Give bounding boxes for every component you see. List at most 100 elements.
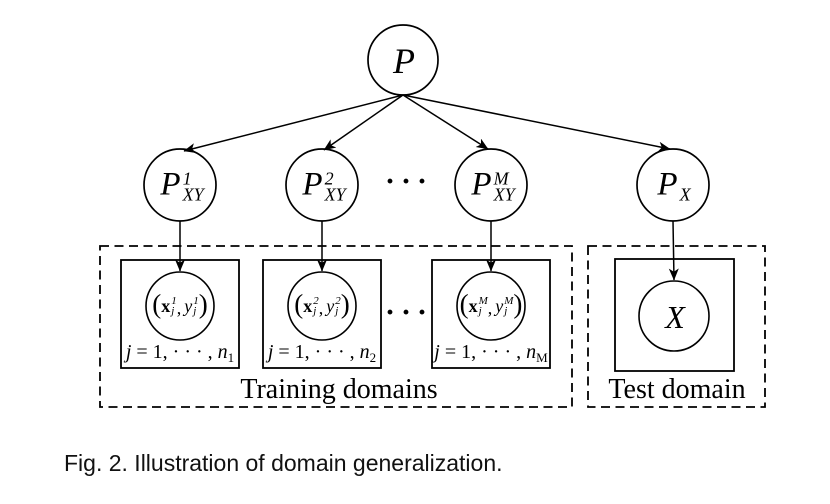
idx1-n: n bbox=[217, 341, 228, 363]
s1-x-sup: 1 bbox=[171, 295, 177, 307]
nodes-ellipsis: ··· bbox=[385, 167, 433, 197]
s2-open-paren: ( bbox=[294, 289, 304, 319]
s2-y-sup: 2 bbox=[335, 295, 341, 307]
s3-x-scripts: M j bbox=[478, 295, 488, 317]
idx3-n: n bbox=[526, 341, 537, 363]
figure-caption: Fig. 2. Illustration of domain generaliz… bbox=[64, 450, 503, 476]
s3-x-sub: j bbox=[478, 305, 482, 317]
s3-comma: , bbox=[487, 298, 493, 318]
node1-sup: 1 bbox=[182, 168, 192, 188]
idx2-sub: 2 bbox=[369, 350, 377, 365]
idx1-sub: 1 bbox=[227, 350, 235, 365]
root-node-label: P bbox=[393, 43, 415, 79]
root-node-symbol: P bbox=[393, 41, 415, 81]
training-domains-text: Training domains bbox=[240, 374, 438, 405]
test-domain-text: Test domain bbox=[608, 374, 746, 405]
sample-circle-2 bbox=[287, 271, 357, 341]
dist-node-label-3: P M XY bbox=[471, 166, 515, 204]
sample-label-1: ( x 1 j , y 1 j ) bbox=[152, 289, 208, 319]
edge-root-to-test-node bbox=[402, 94, 671, 152]
s2-x: x bbox=[303, 296, 313, 316]
test-dist-node-label: P X bbox=[657, 166, 691, 204]
s2-y-scripts: 2 j bbox=[335, 295, 341, 317]
s1-comma: , bbox=[176, 298, 182, 318]
idx2-mid: = 1, · · · , bbox=[273, 341, 360, 363]
test-sample-box bbox=[614, 258, 735, 372]
s3-y-sup: M bbox=[504, 295, 514, 307]
test-node-scripts: X bbox=[679, 169, 691, 204]
boxes-ellipsis: ··· bbox=[385, 298, 433, 328]
edge-testnode-to-x bbox=[668, 220, 679, 281]
test-sample-circle bbox=[638, 280, 710, 352]
s2-y-sub: j bbox=[335, 305, 339, 317]
sample-index-label-2: j = 1, · · · , n2 bbox=[268, 342, 376, 364]
training-sample-box-3 bbox=[431, 259, 551, 369]
boxes-ellipsis-text: ··· bbox=[384, 296, 434, 329]
node2-sup: 2 bbox=[324, 168, 334, 188]
s1-y-sub: j bbox=[193, 305, 197, 317]
node2-scripts: 2 XY bbox=[324, 168, 346, 204]
node1-sub: XY bbox=[182, 184, 204, 204]
test-variable-label: X bbox=[665, 301, 685, 333]
test-variable-x: X bbox=[665, 299, 685, 335]
s3-y-sub: j bbox=[504, 305, 508, 317]
node3-sub: XY bbox=[493, 184, 515, 204]
dist-node-label-2: P 2 XY bbox=[302, 166, 346, 204]
test-domain-dashed-box bbox=[587, 245, 766, 408]
idx3-var: j bbox=[434, 341, 440, 363]
training-sample-box-2 bbox=[262, 259, 382, 369]
s3-x-sup: M bbox=[478, 295, 488, 307]
test-node-sub: X bbox=[679, 184, 691, 204]
training-domains-label: Training domains bbox=[240, 376, 437, 404]
s2-close-paren: ) bbox=[340, 289, 350, 319]
dist-node-label-1: P 1 XY bbox=[160, 166, 204, 204]
sample-circle-1 bbox=[145, 271, 215, 341]
idx2-var: j bbox=[267, 341, 274, 363]
sample-circle-3 bbox=[456, 271, 526, 341]
node3-scripts: M XY bbox=[493, 168, 515, 204]
s1-y-sup: 1 bbox=[193, 295, 199, 307]
s2-x-sup: 2 bbox=[313, 295, 319, 307]
nodes-ellipsis-text: ··· bbox=[384, 165, 434, 198]
s2-x-scripts: 2 j bbox=[313, 295, 319, 317]
s1-y-scripts: 1 j bbox=[193, 295, 199, 317]
idx2-n: n bbox=[359, 341, 370, 363]
s2-x-sub: j bbox=[313, 305, 317, 317]
test-node-base: P bbox=[657, 166, 678, 203]
s3-y-scripts: M j bbox=[504, 295, 514, 317]
s1-x-sub: j bbox=[171, 305, 175, 317]
s3-y: y bbox=[495, 296, 504, 316]
sample-label-3: ( x M j , y M j ) bbox=[459, 289, 523, 319]
edge-root-to-node2 bbox=[323, 94, 404, 151]
node2-sub: XY bbox=[324, 184, 346, 204]
training-domains-dashed-box bbox=[99, 245, 573, 408]
s1-y: y bbox=[184, 296, 193, 316]
edge-root-to-node1 bbox=[183, 94, 404, 153]
idx1-mid: = 1, · · · , bbox=[131, 341, 218, 363]
s3-open-paren: ( bbox=[459, 289, 469, 319]
edge-root-to-node3 bbox=[402, 94, 489, 150]
node1-scripts: 1 XY bbox=[182, 168, 204, 204]
s2-y: y bbox=[326, 296, 335, 316]
idx1-var: j bbox=[125, 341, 132, 363]
node1-base: P bbox=[160, 166, 181, 203]
sample-label-2: ( x 2 j , y 2 j ) bbox=[294, 289, 350, 319]
figure-caption-text: Fig. 2. Illustration of domain generaliz… bbox=[64, 450, 503, 476]
s3-close-paren: ) bbox=[513, 289, 523, 319]
s1-x-scripts: 1 j bbox=[171, 295, 177, 317]
sample-index-label-1: j = 1, · · · , n1 bbox=[126, 342, 234, 364]
idx3-mid: = 1, · · · , bbox=[439, 341, 527, 363]
idx3-sub: M bbox=[536, 350, 548, 365]
s1-open-paren: ( bbox=[152, 289, 162, 319]
s1-close-paren: ) bbox=[198, 289, 208, 319]
node2-base: P bbox=[302, 166, 323, 203]
s1-x: x bbox=[161, 296, 171, 316]
training-sample-box-1 bbox=[120, 259, 240, 369]
node3-base: P bbox=[471, 166, 492, 203]
s2-comma: , bbox=[318, 298, 324, 318]
node3-sup: M bbox=[493, 168, 509, 188]
sample-index-label-3: j = 1, · · · , nM bbox=[434, 342, 547, 364]
s3-x: x bbox=[468, 296, 478, 316]
